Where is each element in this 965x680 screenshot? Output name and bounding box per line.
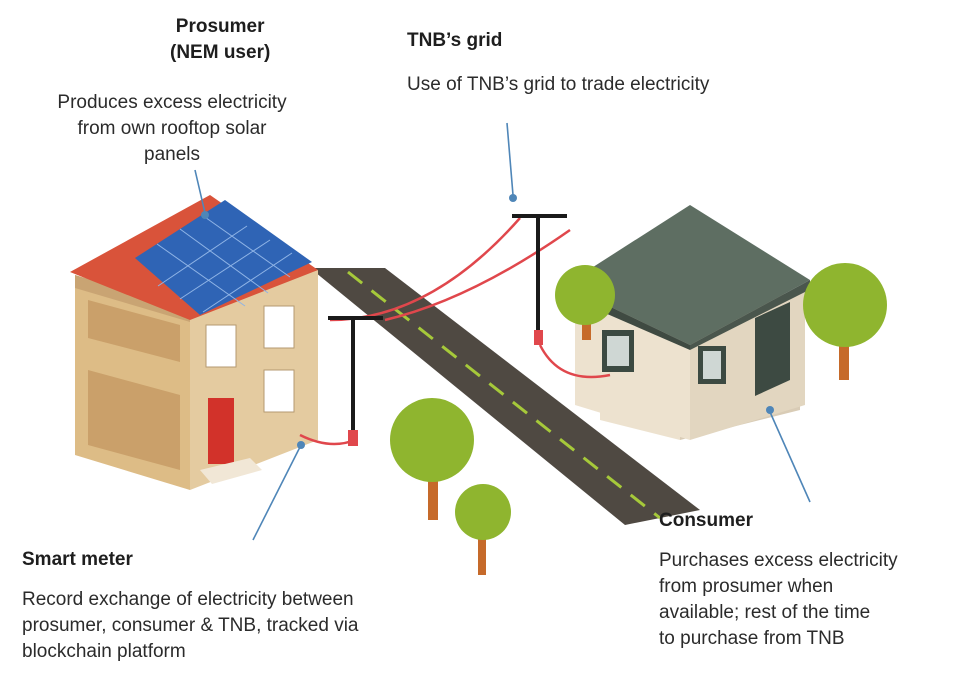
consumer-door [755, 302, 790, 396]
tree-trunk [839, 330, 849, 380]
tree-crown [390, 398, 474, 482]
consumer-roof [565, 205, 810, 345]
road-center-dash [347, 270, 661, 520]
grid-wire [384, 228, 571, 322]
grid-title: TNB’s grid [407, 30, 503, 51]
prosumer-door [208, 398, 234, 464]
smart-meter-leader-line [252, 446, 301, 541]
prosumer-leader-dot [201, 211, 209, 219]
smart-meter-label: Smart meter Record exchange of electrici… [22, 547, 359, 665]
leader-lines [194, 122, 811, 541]
smart-meter-box [348, 430, 358, 446]
tree-trunk [428, 470, 438, 520]
tree-trunk [478, 535, 486, 575]
grid-label: TNB’s grid Use of TNB’s grid to trade el… [407, 28, 709, 98]
consumer-text: Purchases excess electricity from prosum… [659, 550, 898, 649]
prosumer-window [263, 305, 295, 349]
prosumer-text: Produces excess electricity from own roo… [57, 92, 287, 165]
consumer-wire [538, 344, 611, 379]
grid-text: Use of TNB’s grid to trade electricity [407, 74, 710, 95]
prosumer-label: Prosumer (NEM user) [170, 14, 270, 66]
prosumer-description: Produces excess electricity from own roo… [22, 90, 322, 168]
grid-leader-dot [509, 194, 517, 202]
power-lines [299, 214, 611, 446]
solar-panels [135, 200, 312, 315]
smart-meter-text: Record exchange of electricity between p… [22, 589, 359, 662]
consumer-title: Consumer [659, 510, 753, 531]
prosumer-house [70, 195, 318, 490]
consumer-leader-dot [766, 406, 774, 414]
utility-pole-far [536, 216, 540, 334]
prosumer-subtitle: (NEM user) [170, 42, 271, 63]
grid-leader-line [506, 122, 514, 196]
consumer-house [565, 205, 810, 440]
tree-crown [555, 265, 615, 325]
prosumer-window [205, 324, 237, 368]
consumer-leader-line [769, 411, 811, 503]
prosumer-title: Prosumer [175, 16, 265, 37]
prosumer-leader-line [194, 169, 206, 214]
smart-meter-title: Smart meter [22, 549, 133, 570]
prosumer-window [263, 369, 295, 413]
smart-meter-leader-dot [297, 441, 305, 449]
tree-crown [803, 263, 887, 347]
road [310, 268, 700, 525]
tree-crown [455, 484, 511, 540]
utility-pole-near [351, 318, 355, 433]
trees [390, 263, 887, 575]
consumer-label: Consumer Purchases excess electricity fr… [659, 508, 898, 652]
